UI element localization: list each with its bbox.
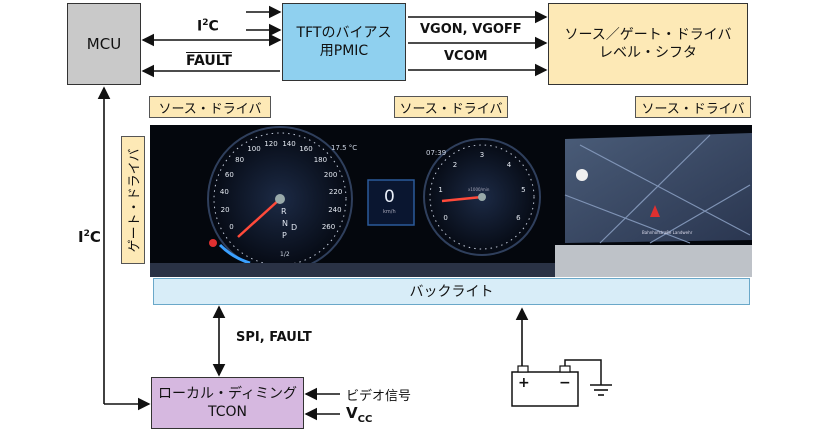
pmic-label-line2: 用PMIC	[319, 43, 369, 59]
dashboard-graphic	[150, 125, 752, 277]
i2c-left-label: I2C	[78, 228, 101, 246]
fault-top-label: FAULT	[186, 53, 232, 69]
pmic-block: TFTのバイアス 用PMIC	[282, 3, 406, 81]
tachometer-needle	[441, 195, 483, 203]
spi-fault-label: SPI, FAULT	[236, 330, 312, 345]
gauge-tick-label: 200	[323, 171, 338, 179]
temperature-readout: 17.5 °C	[331, 144, 358, 152]
tcon-label-line2: TCON	[208, 404, 247, 420]
gauge-tick-label: 1	[438, 185, 443, 194]
gauge-tick-label: 20	[220, 206, 230, 215]
gauge-tick-label: 80	[235, 156, 245, 165]
gear-n: N	[282, 219, 288, 228]
source-gate-label-line2: レベル・シフタ	[599, 45, 697, 61]
gauge-tick-label: 160	[299, 145, 313, 154]
gauge-tick-label: 140	[282, 139, 296, 148]
backlight-block: バックライト	[153, 278, 750, 305]
speed-value: 0	[384, 187, 395, 207]
warning-icon	[209, 239, 217, 247]
ground-wire	[564, 359, 602, 385]
gear-d: D	[291, 223, 298, 232]
gauge-tick-label: 240	[328, 206, 342, 215]
rpm-unit: x1000/min	[468, 187, 490, 192]
gear-p: P	[282, 231, 287, 240]
navigation-map	[565, 133, 752, 243]
backlight-label: バックライト	[409, 283, 494, 300]
gauge-tick-label: 60	[224, 171, 234, 179]
gauge-tick-label: 180	[313, 156, 328, 165]
gauge-tick-label: 120	[264, 139, 278, 148]
mcu-label: MCU	[86, 35, 122, 53]
battery-plus: +	[518, 375, 530, 391]
gauge-tick-label: 100	[247, 145, 261, 154]
gauge-tick-label: 4	[506, 160, 512, 169]
gauge-tick-label: 220	[328, 188, 343, 197]
source-driver-3: ソース・ドライバ	[635, 96, 751, 118]
time-readout: 07:39	[426, 149, 447, 157]
gauge-tick-label: 3	[479, 151, 485, 159]
gauge-tick-label: 5	[521, 185, 526, 194]
gauge-tick-label: 2	[452, 160, 458, 169]
pmic-label-line1: TFTのバイアス	[296, 25, 392, 41]
mcu-block: MCU	[67, 3, 141, 85]
map-pin-icon	[576, 169, 588, 181]
video-signal-label: ビデオ信号	[346, 389, 412, 404]
vgon-vgoff-label: VGON, VGOFF	[420, 22, 522, 37]
gauge-tick-label: 0	[229, 223, 234, 231]
battery-minus: −	[559, 375, 571, 391]
nav-caption: Bahnhofstraße Landwehr	[642, 230, 693, 235]
tcon-block: ローカル・ディミング TCON	[151, 377, 304, 429]
i2c-top-label: I2C	[197, 18, 219, 35]
gauge-tick-label: 6	[516, 214, 521, 222]
gate-driver-label: ゲート・ドライバ	[127, 148, 143, 252]
source-gate-driver-block: ソース／ゲート・ドライバ レベル・シフタ	[548, 3, 748, 85]
source-gate-label-line1: ソース／ゲート・ドライバ	[564, 27, 732, 43]
source-driver-1: ソース・ドライバ	[149, 96, 271, 118]
vcc-label: VCC	[346, 404, 373, 425]
gauge-tick-label: 0	[443, 214, 448, 222]
speed-box	[367, 179, 415, 226]
speedometer-needle	[237, 198, 281, 238]
source-driver-2: ソース・ドライバ	[394, 96, 508, 118]
speed-unit: km/h	[383, 209, 396, 215]
gauge-tick-label: 40	[219, 188, 229, 197]
battery-symbol	[511, 371, 579, 407]
gear-r: R	[281, 207, 287, 216]
vcom-label: VCOM	[444, 49, 488, 64]
fuel-fraction: 1/2	[280, 251, 290, 258]
gate-driver: ゲート・ドライバ	[121, 136, 145, 264]
tcon-label-line1: ローカル・ディミング	[157, 386, 298, 402]
gauge-tick-label: 260	[321, 223, 336, 231]
